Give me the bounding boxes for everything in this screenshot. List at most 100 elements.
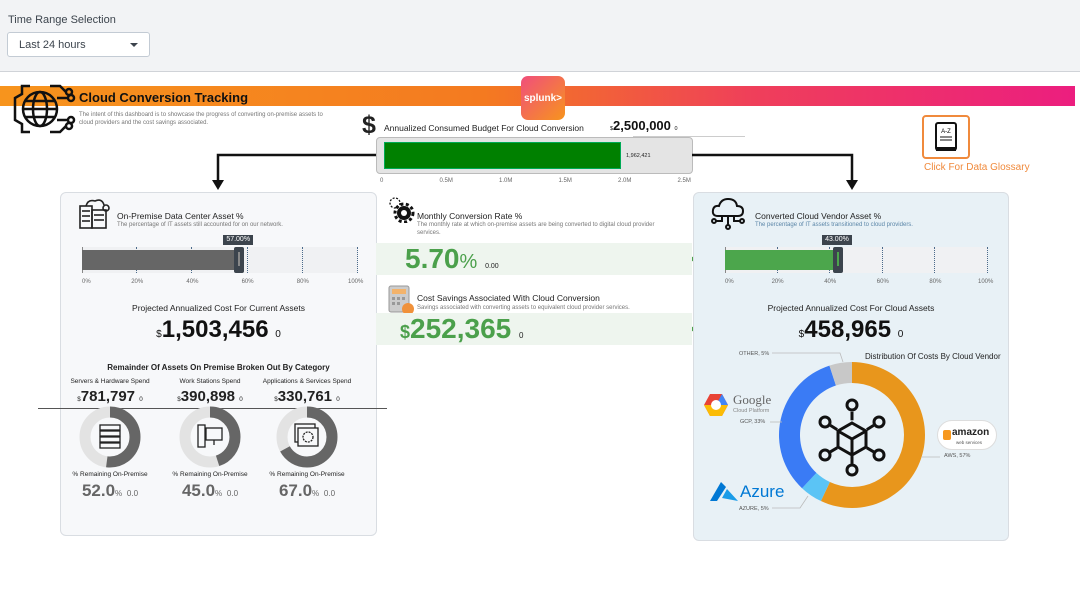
conversion-delta: 0.00 xyxy=(485,263,499,270)
google-logo-sub: Cloud Platform xyxy=(733,408,770,414)
bar-tick: 40% xyxy=(186,279,199,285)
category-suffix: 0 xyxy=(139,396,143,403)
savings-description: Savings associated with converting asset… xyxy=(417,305,630,311)
time-range-label: Time Range Selection xyxy=(8,14,116,26)
bar-gridline xyxy=(881,247,883,273)
budget-fill xyxy=(384,142,622,169)
category-value: 330,761 xyxy=(277,388,333,405)
filter-bar xyxy=(0,0,1080,72)
pie-label-gcp: GCP, 33% xyxy=(740,419,766,425)
pct-delta: 0.0 xyxy=(226,489,239,498)
datacenter-icon xyxy=(79,199,110,229)
aws-logo: amazon web services xyxy=(937,420,997,450)
cloud-description: The percentage of IT assets transitioned… xyxy=(755,222,913,228)
pct-unit: % xyxy=(115,489,123,498)
bar-gridline xyxy=(246,247,248,273)
bar-marker xyxy=(234,247,245,273)
currency-symbol: $ xyxy=(798,329,805,340)
pct-value-wrap: 52.0% 0.0 xyxy=(55,481,165,503)
budget-target: 2,500,000 xyxy=(613,118,671,133)
budget-tick: 0.5M xyxy=(439,178,453,184)
bar-tick: 100% xyxy=(348,279,364,285)
time-range-dropdown[interactable]: Last 24 hours xyxy=(7,32,150,57)
budget-gauge: 1,962,421 xyxy=(376,137,693,174)
glossary-link[interactable]: Click For Data Glossary xyxy=(924,162,1030,173)
budget-tick: 0 xyxy=(380,178,384,184)
bar-tick: 0% xyxy=(725,279,734,285)
cloud-cost-suffix: 0 xyxy=(897,329,904,340)
pie-slice-other[interactable] xyxy=(829,362,852,386)
pie-label-other: OTHER, 5% xyxy=(739,351,770,357)
bar-tick: 20% xyxy=(771,279,784,285)
book-icon: A-Z xyxy=(935,122,957,151)
google-logo: Google xyxy=(733,392,772,407)
pct-value: 67.0 xyxy=(278,481,313,500)
category-label: Servers & Hardware Spend xyxy=(70,378,150,385)
donut-fill xyxy=(179,406,241,468)
aws-logo-sub: web services xyxy=(956,440,983,445)
savings-value: 252,365 xyxy=(410,313,512,344)
onprem-description: The percentage of IT assets still accoun… xyxy=(117,222,283,228)
app-settings-icon xyxy=(294,423,319,447)
chevron-down-icon xyxy=(130,43,138,47)
pie-slice-azure[interactable] xyxy=(802,472,830,502)
donut-fill xyxy=(276,406,338,468)
category-value: 390,898 xyxy=(180,388,236,405)
bar-tick: 60% xyxy=(241,279,254,285)
bar-value-label: 57.00% xyxy=(223,235,254,245)
bar-fill xyxy=(725,250,839,270)
pct-value: 45.0 xyxy=(181,481,216,500)
divider xyxy=(633,136,745,137)
pie-slice-aws[interactable] xyxy=(820,362,926,509)
conversion-description: The monthly rate at which on-premise ass… xyxy=(417,222,655,236)
pie-label-aws: AWS, 57% xyxy=(944,453,971,459)
glossary-button[interactable]: A-Z xyxy=(922,115,970,159)
pct-label: % Remaining On-Premise xyxy=(72,471,148,478)
category-value-wrap: $781,797 0 xyxy=(55,388,165,408)
dashboard-title: Cloud Conversion Tracking xyxy=(79,90,249,105)
budget-tick: 1.5M xyxy=(558,178,572,184)
currency-symbol: $ xyxy=(274,396,278,403)
donut-fill xyxy=(79,406,141,468)
pct-delta: 0.0 xyxy=(323,489,336,498)
pct-unit: % xyxy=(215,489,223,498)
budget-tick: 2.5M xyxy=(677,178,691,184)
bar-tick: 80% xyxy=(296,279,309,285)
splunk-logo: splunk> xyxy=(521,76,565,120)
network-cube-icon xyxy=(818,398,886,477)
bar-gridline xyxy=(934,247,936,273)
category-suffix: 0 xyxy=(336,396,340,403)
onprem-cost-title: Projected Annualized Cost For Current As… xyxy=(132,303,305,313)
currency-symbol: $ xyxy=(610,126,614,132)
bar-gridline xyxy=(357,247,358,273)
category-label: Work Stations Spend xyxy=(179,378,241,385)
conversion-band xyxy=(376,243,692,275)
azure-icon xyxy=(710,482,738,501)
currency-symbol: $ xyxy=(400,322,411,342)
currency-symbol: $ xyxy=(177,396,181,403)
bar-value-label: 43.00% xyxy=(822,235,852,245)
cloud-cost-title: Projected Annualized Cost For Cloud Asse… xyxy=(767,303,935,313)
budget-value: 1,962,421 xyxy=(626,153,651,159)
category-suffix: 0 xyxy=(239,396,243,403)
onprem-cost: 1,503,456 xyxy=(161,316,269,343)
category-value: 781,797 xyxy=(80,388,136,405)
pie-slice-gcp[interactable] xyxy=(779,365,836,489)
savings-suffix: 0 xyxy=(519,331,524,340)
conversion-unit: % xyxy=(459,251,478,273)
pct-unit: % xyxy=(312,489,320,498)
bar-fill xyxy=(82,250,240,270)
gears-icon xyxy=(389,197,415,223)
bar-tick: 80% xyxy=(929,279,942,285)
category-label: Applications & Services Spend xyxy=(262,378,352,385)
cloud-cost: 458,965 xyxy=(804,316,892,343)
calculator-icon xyxy=(388,285,414,315)
bar-tick: 40% xyxy=(824,279,837,285)
category-value-wrap: $330,761 0 xyxy=(252,388,362,408)
savings-title: Cost Savings Associated With Cloud Conve… xyxy=(417,293,600,303)
budget-tick: 1.0M xyxy=(499,178,513,184)
bar-tick: 60% xyxy=(876,279,889,285)
budget-title: Annualized Consumed Budget For Cloud Con… xyxy=(384,123,584,133)
bar-marker xyxy=(833,247,844,273)
